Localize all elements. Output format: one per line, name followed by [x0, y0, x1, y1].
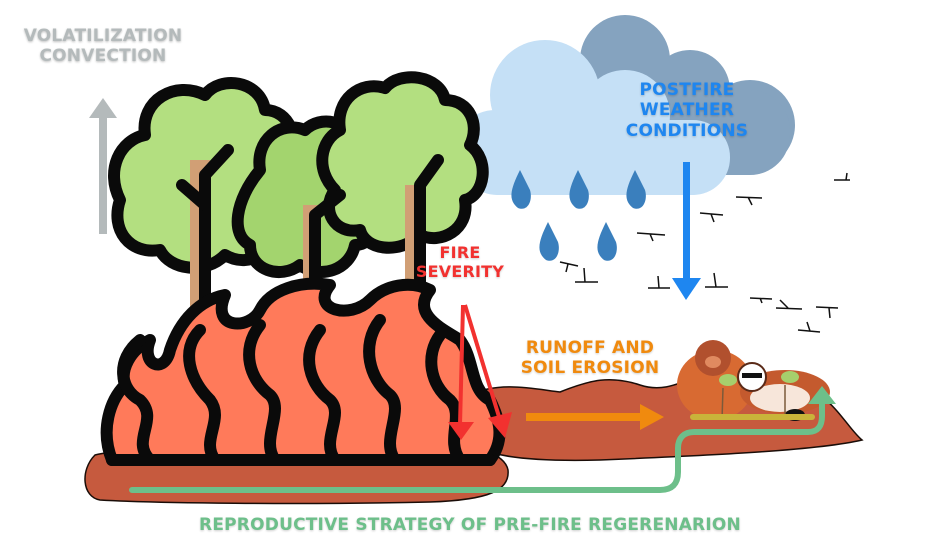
arrow-down-icon — [672, 162, 701, 300]
raindrop-icon — [597, 222, 617, 261]
weather-line-2: WEATHER — [639, 100, 735, 121]
bird-icon — [834, 172, 850, 181]
arrow-right-icon — [526, 404, 664, 430]
volatilization-convection-label: VOLATILIZATION CONVECTION — [8, 26, 198, 67]
bird-icon — [749, 297, 773, 304]
bird-icon — [797, 321, 821, 333]
arrow-up-icon — [89, 98, 117, 234]
raindrops — [511, 170, 646, 261]
raindrop-icon — [569, 170, 589, 209]
runoff-erosion-label: RUNOFF AND SOIL EROSION — [510, 338, 670, 379]
fire-severity-label: FIRE SEVERITY — [400, 243, 520, 281]
bird-icon — [735, 196, 763, 206]
weather-line-1: POSTFIRE — [639, 80, 735, 100]
volatilization-line: VOLATILIZATION — [23, 26, 183, 46]
weather-line-3: CONDITIONS — [625, 120, 749, 141]
bird-icon — [636, 232, 666, 242]
forest-fire-icon — [100, 71, 506, 466]
reproductive-strategy-label: REPRODUCTIVE STRATEGY OF PRE-FIRE REGERE… — [199, 515, 741, 535]
runoff-line-2: SOIL EROSION — [520, 358, 660, 379]
birds — [559, 172, 850, 333]
raindrop-icon — [511, 170, 531, 209]
bird-icon — [815, 306, 839, 319]
arrow-down-icon — [488, 412, 512, 438]
orangutan-icon — [677, 340, 753, 420]
bird-icon — [575, 267, 598, 283]
bird-icon — [705, 272, 728, 288]
reproductive-arrow — [129, 397, 825, 493]
convection-line: CONVECTION — [39, 46, 167, 67]
bird-icon — [648, 275, 670, 289]
runoff-line-1: RUNOFF AND — [525, 338, 655, 358]
fire-line-1: FIRE — [439, 243, 481, 262]
fire-severity-arrows — [448, 304, 512, 440]
raindrop-icon — [626, 170, 646, 209]
flame-icon — [100, 277, 506, 466]
raindrop-icon — [539, 222, 559, 261]
arrow-down-icon — [448, 422, 474, 440]
postfire-weather-label: POSTFIRE WEATHER CONDITIONS — [612, 80, 762, 141]
fire-line-2: SEVERITY — [415, 262, 505, 282]
arrow-up-icon — [808, 386, 836, 404]
bird-icon — [699, 212, 724, 223]
bird-icon — [775, 299, 803, 310]
bird-icon — [559, 261, 579, 273]
seeds — [690, 414, 815, 420]
